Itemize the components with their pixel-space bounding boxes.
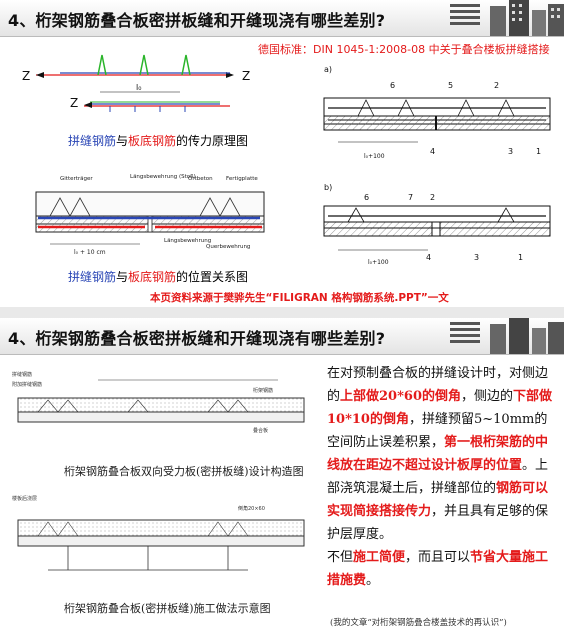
footnote: (我的文章“对桁架钢筋叠合楼盖技术的再认识”) [330, 618, 507, 628]
label-querbewehrung: Querbewehrung [206, 244, 250, 250]
fig-a-num-6: 1 [536, 147, 541, 156]
paragraph2-segment: 不但 [327, 550, 354, 565]
construction-drawing: 楼板后浇层 倒角20×60 [12, 495, 305, 571]
label-fertigplatte: Fertigplatte [226, 176, 258, 182]
fig-a-label: a) [324, 65, 332, 74]
slide-title-2: 4、桁架钢筋叠合板密拼板缝和开缝现浇有哪些差别? [8, 329, 386, 348]
slide-title: 4、桁架钢筋叠合板密拼板缝和开缝现浇有哪些差别? [8, 11, 386, 30]
design-drawing: 拼缝钢筋 附加拼缝钢筋 桁架钢筋 叠合板 [12, 371, 305, 434]
figure-b-drawing: b) 6 7 2 4 3 1 l₀+100 [323, 183, 551, 266]
standard-title: 德国标准：DIN 1045-1:2008-08 中关于叠合楼板拼缝搭接 [258, 43, 550, 56]
paragraph1-segment: ，并且具有足够的保护层厚度。 [327, 504, 549, 542]
drawing-label-3: 桁架钢筋 [253, 387, 273, 394]
fig-b-num-4: 4 [426, 253, 431, 262]
drawing-label-2: 附加拼缝钢筋 [12, 381, 42, 388]
drawing-label-6: 倒角20×60 [238, 505, 265, 512]
description-paragraph-1: 在对预制叠合板的拼缝设计时，对侧边的上部做20*60的倒角，侧边的下部做10*1… [327, 362, 555, 546]
fig-b-num-5: 3 [474, 253, 479, 262]
fig-a-dim: l₀+100 [364, 153, 385, 160]
label-ortbeton: Ortbeton [188, 176, 213, 182]
drawing2-caption: 桁架钢筋叠合板(密拼板缝)施工做法示意图 [64, 602, 271, 615]
paragraph1-segment: 下部做10*10的倒角 [327, 389, 553, 427]
title-band-2: 4、桁架钢筋叠合板密拼板缝和开缝现浇有哪些差别? [0, 318, 564, 355]
l0-label: l₀ [136, 83, 141, 92]
paragraph1-segment: 钢筋可以实现简接搭接传力 [327, 481, 549, 519]
paragraph1-segment: 第一根桁架筋的中线放在距边不超过设计板厚的位置 [327, 435, 549, 473]
drawing-label-5: 楼板后浇层 [12, 495, 37, 502]
drawing-label-4: 叠合板 [253, 427, 268, 434]
fig-a-num-1: 6 [390, 81, 395, 90]
label-dimension: l₀ + 10 cm [74, 249, 106, 256]
slide-1: 4、桁架钢筋叠合板密拼板缝和开缝现浇有哪些差别? 德国标准：DIN 1045-1… [0, 0, 564, 307]
z-label-lower: Z [70, 96, 78, 110]
paragraph2-segment: 。 [366, 573, 380, 588]
fig-a-num-2: 5 [448, 81, 453, 90]
fig-a-num-5: 3 [508, 147, 513, 156]
description-paragraph-2: 不但施工简便，而且可以节省大量施工措施费。 [327, 546, 555, 592]
fig-b-num-3: 2 [430, 193, 435, 202]
position-section-diagram: Gitterträger Längsbewehrung (Stoß) Ortbe… [35, 174, 265, 256]
label-gittertraeger: Gitterträger [60, 176, 93, 182]
z-label-right: Z [242, 69, 250, 83]
paragraph2-segment: ，而且可以 [405, 550, 471, 565]
figure-a-drawing: a) 6 5 2 4 3 1 l₀+100 [323, 65, 551, 160]
menu-bars-icon-2 [450, 322, 480, 352]
title-band: 4、桁架钢筋叠合板密拼板缝和开缝现浇有哪些差别? [0, 0, 564, 37]
label-laengsbewehrung: Längsbewehrung [164, 238, 211, 244]
slide-2: 4、桁架钢筋叠合板密拼板缝和开缝现浇有哪些差别? 拼缝钢筋 附加拼缝钢筋 桁架钢… [0, 318, 564, 634]
paragraph1-segment: 上部做20*60的倒角 [340, 389, 461, 404]
drawing-label-1: 拼缝钢筋 [12, 371, 32, 378]
paragraph2-segment: 施工简便 [353, 550, 406, 565]
paragraph1-segment: ，拼缝预留5~10mm的空间防止误差积累， [327, 412, 548, 450]
caption-position: 拼缝钢筋与板底钢筋的位置关系图 [68, 270, 249, 284]
menu-bars-icon [450, 4, 480, 34]
fig-b-num-2: 7 [408, 193, 413, 202]
building-icon-2 [490, 318, 564, 354]
paragraph1-segment: 。上部浇筑混凝土后，拼缝部位的 [327, 458, 549, 496]
paragraph1-segment: ，侧边的 [461, 389, 514, 404]
building-icon [490, 0, 564, 36]
label-laengs-stoss: Längsbewehrung (Stoß) [130, 174, 196, 180]
force-transfer-diagram: Z Z Z l₀ [22, 54, 250, 112]
description-text: 在对预制叠合板的拼缝设计时，对侧边的上部做20*60的倒角，侧边的下部做10*1… [327, 362, 555, 592]
source-note: 本页资料来源于樊骅先生“FILIGRAN 格构钢筋系统.PPT”一文 [150, 292, 449, 304]
caption-force-transfer: 拼缝钢筋与板底钢筋的传力原理图 [68, 134, 249, 148]
fig-b-num-6: 1 [518, 253, 523, 262]
z-label-left: Z [22, 69, 30, 83]
fig-a-num-4: 4 [430, 147, 435, 156]
fig-a-num-3: 2 [494, 81, 499, 90]
fig-b-label: b) [324, 183, 332, 192]
paragraph2-segment: 节省大量施工措施费 [327, 550, 549, 588]
paragraph1-segment: 在对预制叠合板的拼缝设计时，对侧边的 [327, 366, 549, 404]
drawing1-caption: 桁架钢筋叠合板双向受力板(密拼板缝)设计构造图 [64, 465, 304, 478]
fig-b-dim: l₀+100 [368, 259, 389, 266]
fig-b-num-1: 6 [364, 193, 369, 202]
